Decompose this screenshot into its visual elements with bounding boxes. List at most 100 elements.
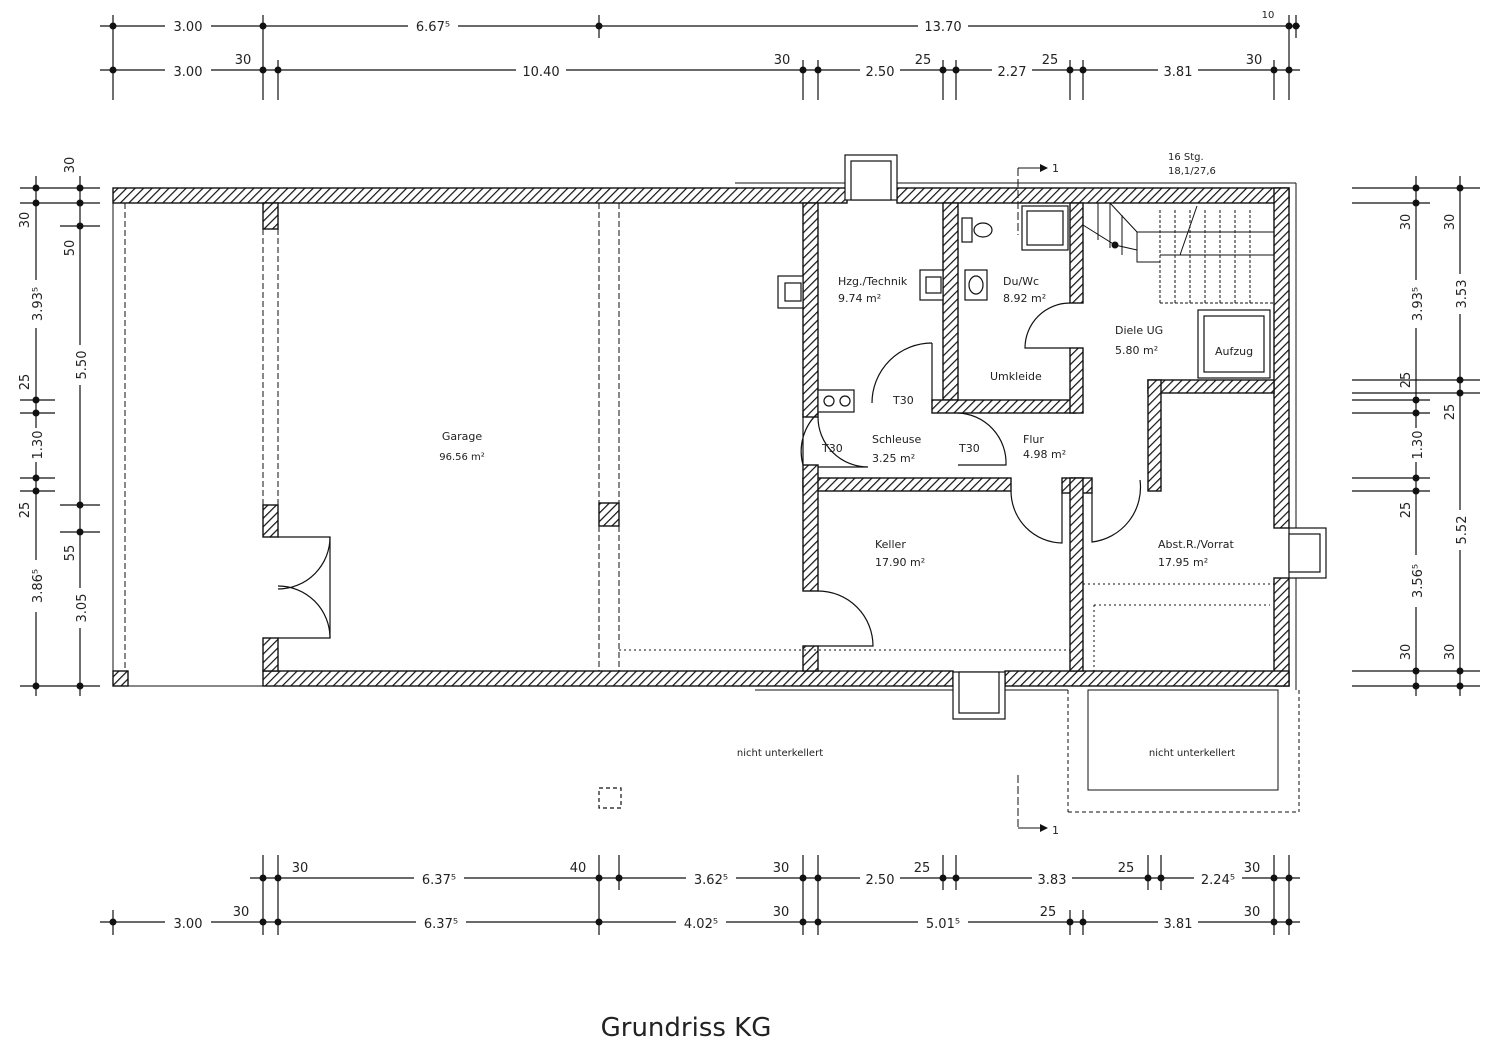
dim-label: 30 [18, 212, 33, 229]
dim-label: 25 [914, 861, 931, 876]
dim-label: 25 [1042, 53, 1059, 68]
dims-top-row2: 3.00 30 10.40 30 2.50 25 2.27 25 3.81 30 [165, 53, 1262, 80]
fixtures [777, 205, 1069, 413]
room-vorrat-area: 17.95 m² [1158, 556, 1208, 569]
dim-label: 2.50 [866, 65, 895, 80]
stair [1082, 202, 1274, 304]
room-schleuse-name: Schleuse [872, 433, 922, 446]
dims-bottom-row1: 30 6.37⁵ 40 3.62⁵ 30 2.50 25 3.83 25 2.2… [292, 861, 1261, 888]
room-aufzug-name: Aufzug [1215, 345, 1253, 358]
room-garage-name: Garage [442, 430, 483, 443]
dim-label: 30 [774, 53, 791, 68]
dim-label: 30 [1244, 861, 1261, 876]
dim-label: 10.40 [522, 65, 559, 80]
dim-label: 50 [63, 240, 78, 257]
dim-label: 25 [1118, 861, 1135, 876]
doors [277, 302, 1142, 647]
dim-label: 30 [233, 905, 250, 920]
dim-label: 3.93⁵ [31, 287, 46, 321]
dimension-lines [20, 15, 1480, 935]
dim-label: 2.27 [998, 65, 1027, 80]
room-flur-area: 4.98 m² [1023, 448, 1066, 461]
room-duwc-area: 8.92 m² [1003, 292, 1046, 305]
dim-label: 3.00 [174, 20, 203, 35]
plan-title: Grundriss KG [601, 1013, 772, 1043]
dim-label: 40 [570, 861, 587, 876]
dimension-ticks [32, 22, 1464, 926]
dim-label: 25 [1399, 502, 1414, 519]
stair-label-steps: 16 Stg. [1168, 152, 1204, 163]
dims-right-outer: 30 3.53 25 5.52 30 [1443, 214, 1470, 661]
section-marker-top: 1 [1052, 162, 1059, 175]
room-labels: Garage 96.56 m² Hzg./Technik 9.74 m² Du/… [439, 152, 1253, 759]
dim-label: 30 [1399, 644, 1414, 661]
dim-label: 10 [1262, 10, 1275, 21]
windows [598, 154, 1327, 809]
dim-label: 5.52 [1455, 516, 1470, 545]
dim-label: 25 [1040, 905, 1057, 920]
room-keller-area: 17.90 m² [875, 556, 925, 569]
section-marker-bottom: 1 [1052, 824, 1059, 837]
dims-left-inner: 30 50 5.50 55 3.05 [63, 157, 90, 628]
dim-label: 3.93⁵ [1411, 287, 1426, 321]
room-diele-name: Diele UG [1115, 324, 1163, 337]
room-garage-area: 96.56 m² [439, 452, 485, 463]
dim-label: 30 [1244, 905, 1261, 920]
dim-label: 6.37⁵ [422, 873, 456, 888]
room-diele-area: 5.80 m² [1115, 344, 1158, 357]
dim-label: 25 [1443, 404, 1458, 421]
plan-lines [112, 167, 1300, 829]
dim-label: 3.62⁵ [694, 873, 728, 888]
dim-label: 30 [235, 53, 252, 68]
dim-label: 3.81 [1164, 917, 1193, 932]
dim-label: 3.81 [1164, 65, 1193, 80]
dim-label: 3.83 [1038, 873, 1067, 888]
room-keller-name: Keller [875, 538, 906, 551]
note-not-basemented: nicht unterkellert [1149, 748, 1235, 759]
dim-label: 30 [1443, 214, 1458, 231]
room-technik-area: 9.74 m² [838, 292, 881, 305]
dim-label: 30 [1443, 644, 1458, 661]
dim-label: 2.50 [866, 873, 895, 888]
dim-label: 30 [773, 905, 790, 920]
room-flur-name: Flur [1023, 433, 1044, 446]
dim-label: 1.30 [1411, 431, 1426, 460]
walls [112, 187, 1290, 687]
door-label-t30: T30 [892, 394, 914, 407]
dim-label: 30 [1246, 53, 1263, 68]
dim-label: 3.56⁵ [1411, 564, 1426, 598]
dim-label: 3.05 [75, 594, 90, 623]
dim-label: 30 [773, 861, 790, 876]
dim-label: 25 [1399, 372, 1414, 389]
dim-label: 4.02⁵ [684, 917, 718, 932]
section-arrows [1040, 164, 1048, 832]
dim-label: 3.00 [174, 917, 203, 932]
dim-label: 6.37⁵ [424, 917, 458, 932]
dim-label: 30 [292, 861, 309, 876]
door-label-t30: T30 [821, 442, 843, 455]
dim-label: 30 [63, 157, 78, 174]
room-duwc-name: Du/Wc [1003, 275, 1039, 288]
dims-left-outer: 30 3.93⁵ 25 1.30 25 3.86⁵ [18, 212, 46, 612]
dim-label: 25 [18, 502, 33, 519]
dim-label: 5.01⁵ [926, 917, 960, 932]
dim-label: 2.24⁵ [1201, 873, 1235, 888]
room-technik-name: Hzg./Technik [838, 275, 908, 288]
stair-label-ratio: 18,1/27,6 [1168, 166, 1216, 177]
note-not-basemented: nicht unterkellert [737, 748, 823, 759]
dim-label: 13.70 [924, 20, 961, 35]
dim-label: 3.00 [174, 65, 203, 80]
dim-label: 25 [18, 374, 33, 391]
dim-label: 5.50 [75, 351, 90, 380]
dims-bottom-row2: 3.00 30 6.37⁵ 4.02⁵ 30 5.01⁵ 25 3.81 30 [165, 905, 1260, 932]
door-label-t30: T30 [958, 442, 980, 455]
dim-label: 1.30 [31, 431, 46, 460]
room-umkleide-name: Umkleide [990, 370, 1042, 383]
dim-label: 6.67⁵ [416, 20, 450, 35]
room-schleuse-area: 3.25 m² [872, 452, 915, 465]
dims-right-inner: 30 3.93⁵ 25 1.30 25 3.56⁵ 30 [1399, 214, 1426, 661]
dim-label: 3.53 [1455, 280, 1470, 309]
dims-top-row1: 3.00 6.67⁵ 13.70 10 [165, 10, 1274, 35]
room-vorrat-name: Abst.R./Vorrat [1158, 538, 1234, 551]
dim-label: 25 [915, 53, 932, 68]
